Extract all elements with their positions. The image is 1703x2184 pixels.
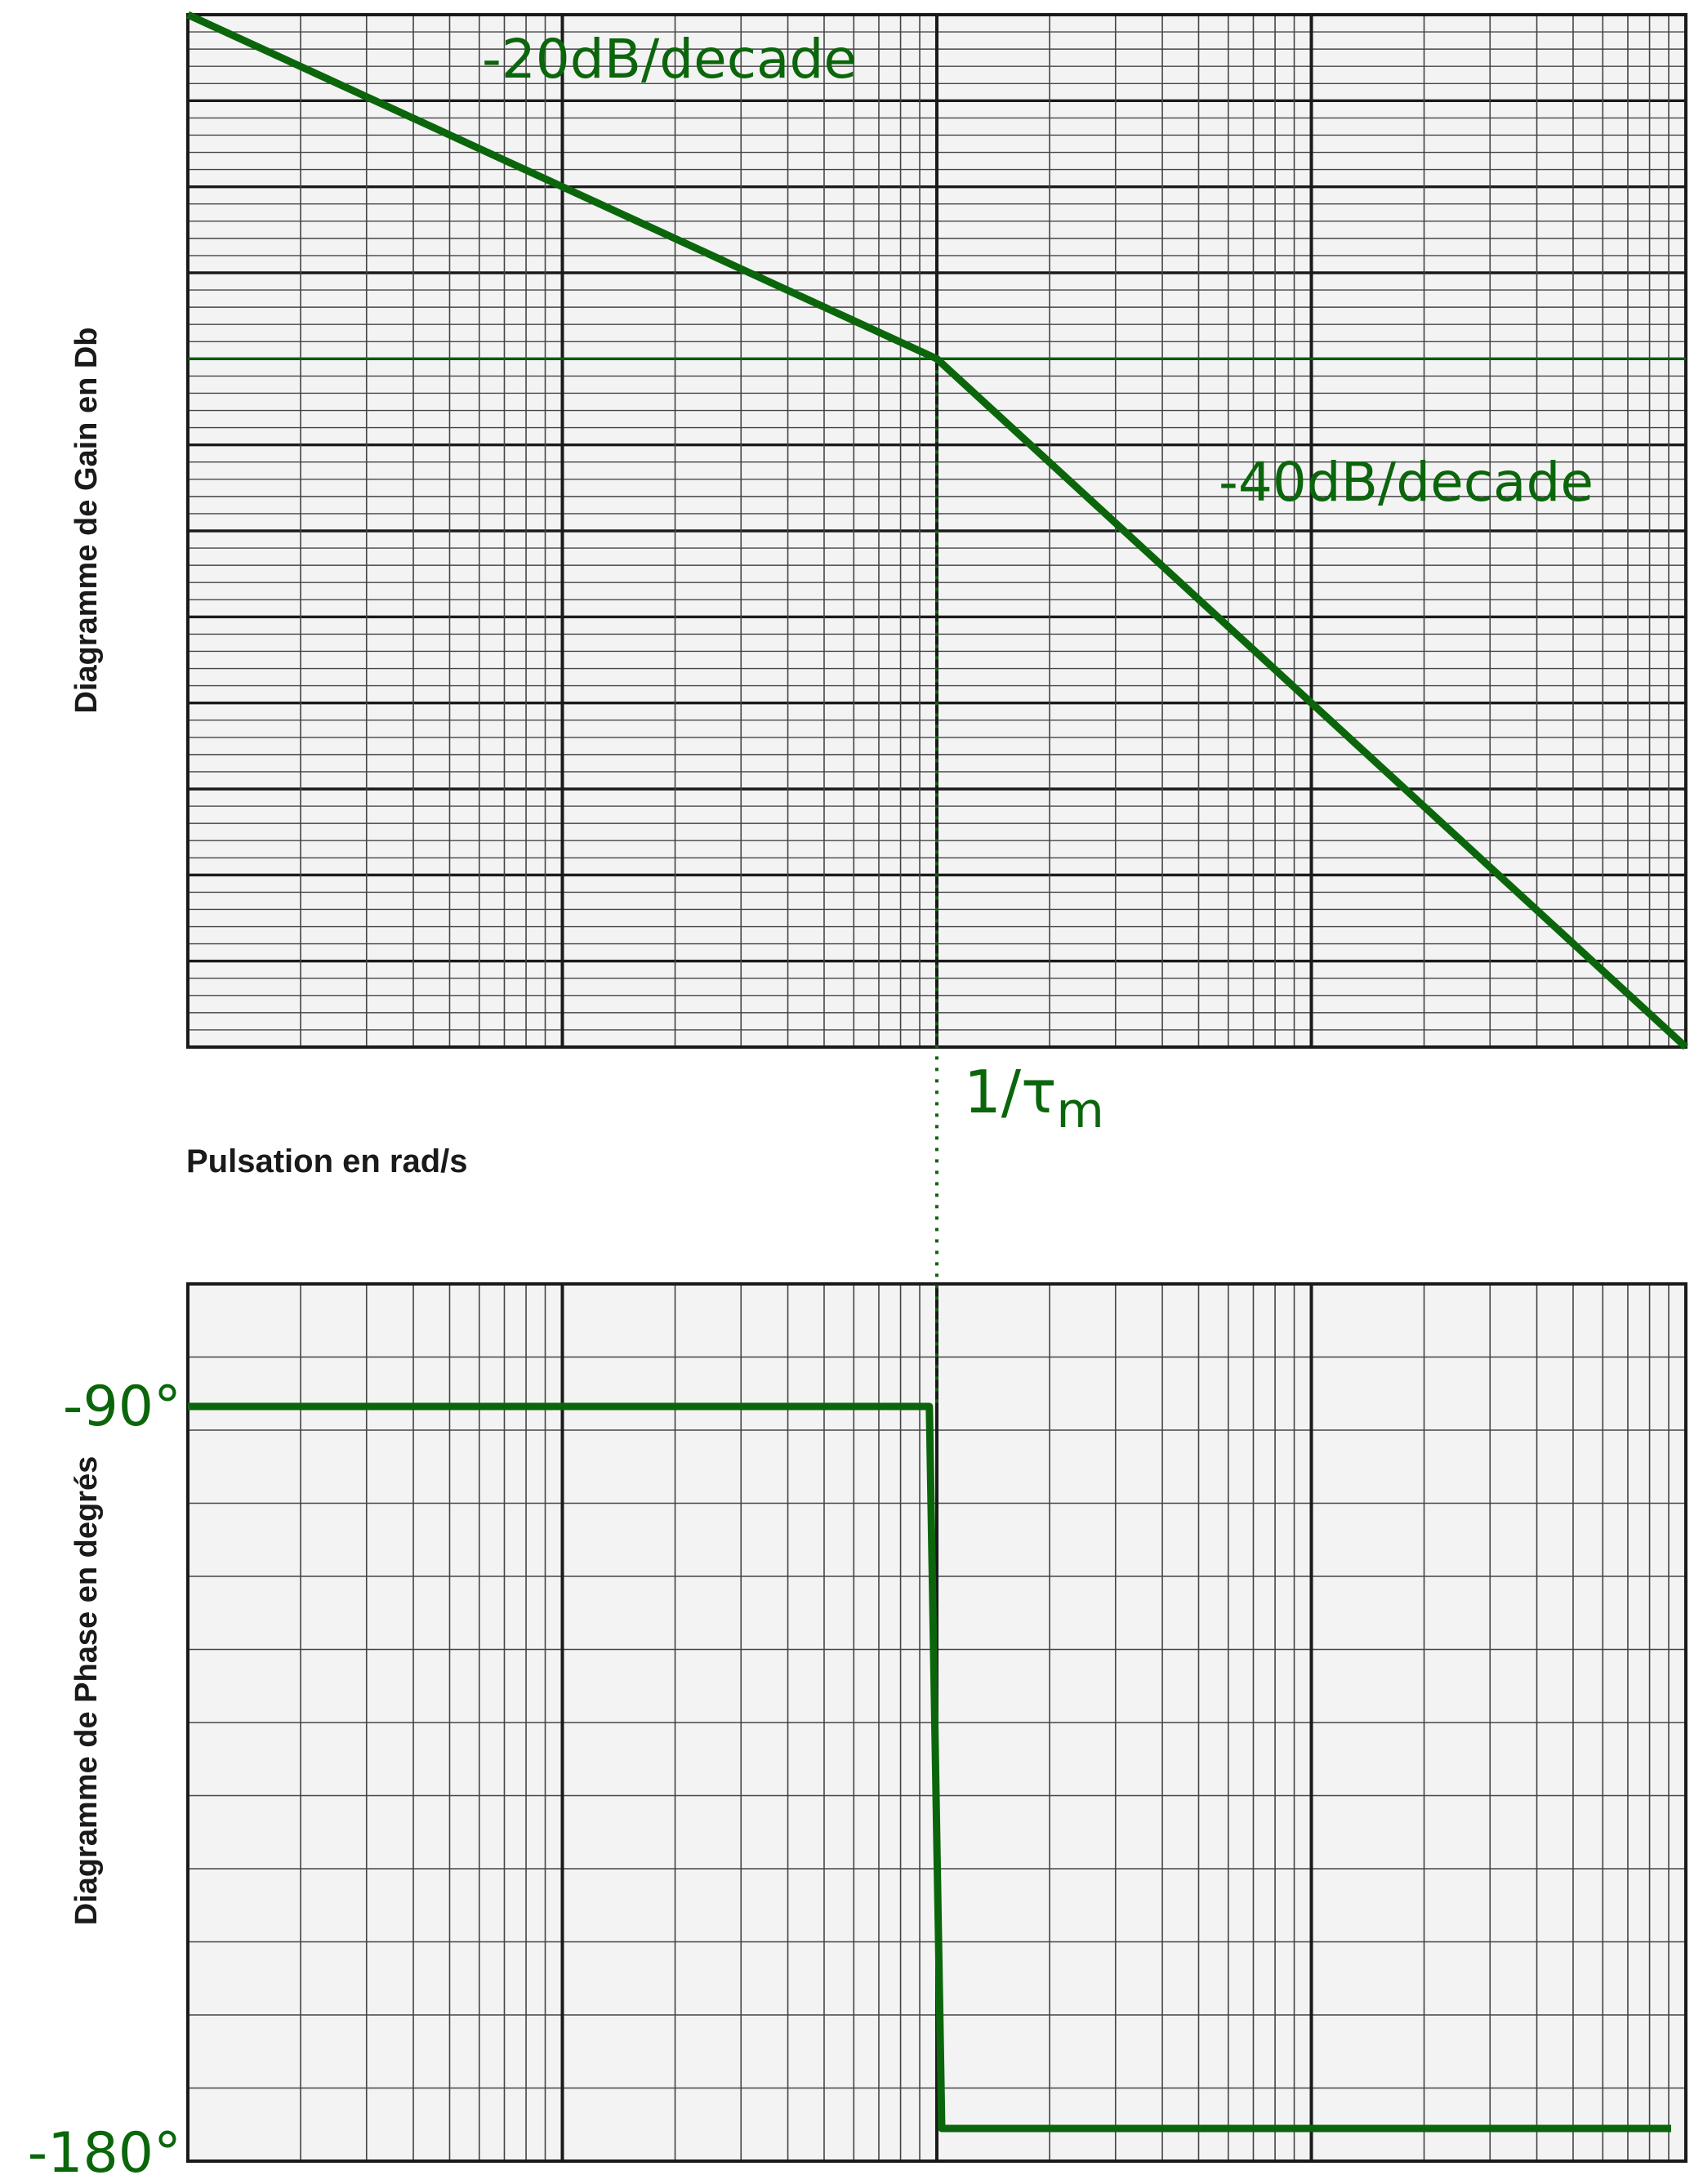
slope-label-20: -20dB/decade [482, 28, 857, 91]
asymptotic-curves [186, 11, 1689, 2133]
phase-curve [188, 1402, 1671, 2133]
gain-asymptote [186, 11, 1689, 1050]
phase-tick-90: -90° [63, 1375, 181, 1439]
corner-subscript: m [1056, 1082, 1103, 1139]
corner-frequency-label: 1/τm [964, 1058, 1104, 1139]
pulsation-label: Pulsation en rad/s [186, 1143, 468, 1179]
phase-frame [186, 1282, 1687, 2163]
slope-label-40: -40dB/decade [1219, 451, 1594, 514]
phase-tick-180: -180° [28, 2121, 181, 2180]
corner-base: 1/τ [964, 1058, 1056, 1126]
phase-axis-label: Diagramme de Phase en degrés [69, 1456, 104, 1925]
gain-axis-label: Diagramme de Gain en Db [69, 327, 104, 713]
